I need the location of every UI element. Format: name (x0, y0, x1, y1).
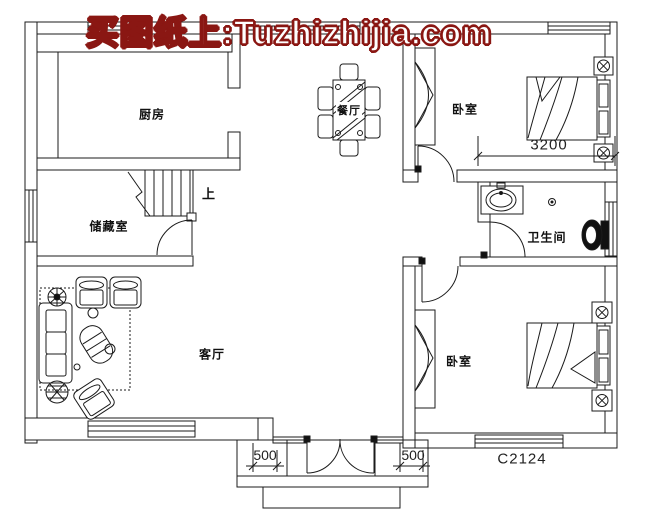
window-top-bedroom (547, 21, 611, 35)
room-label-living: 客厅 (198, 347, 226, 362)
room-label-kitchen: 厨房 (138, 107, 166, 122)
room-label-bedroom-top: 卧室 (451, 102, 479, 117)
decor-circle (87, 307, 99, 319)
bedroom-bottom-furniture (414, 309, 611, 409)
door-bathroom (480, 221, 526, 259)
wardrobe-bottom (414, 309, 436, 409)
dimension-500-right: 500 (401, 447, 425, 463)
stairs (127, 169, 197, 222)
armchair-2 (109, 276, 142, 309)
dimension-3200: 3200 (530, 136, 568, 154)
sofa-set (38, 276, 142, 420)
plant-2 (45, 380, 69, 404)
column-marker (591, 301, 613, 324)
coffee-table (79, 325, 114, 364)
window-left-storage (24, 189, 38, 243)
sofa-three-seat (38, 302, 73, 384)
stair-break-line (127, 171, 151, 217)
door-bedroom-top (414, 145, 455, 183)
floor-drain (548, 198, 556, 206)
armchair-3 (73, 378, 115, 420)
armchair-1 (75, 276, 108, 309)
bed-bottom (526, 322, 611, 389)
room-label-dining: 餐厅 (336, 102, 362, 118)
dim-500-right (393, 443, 430, 472)
door-entrance-double (303, 435, 378, 474)
bathroom-fixtures (480, 182, 610, 251)
wardrobe-top (414, 47, 436, 146)
stairs-up-label: 上 (201, 186, 217, 202)
window-bottom-living (87, 420, 196, 438)
column-marker (591, 389, 613, 412)
entrance-porch (236, 439, 429, 509)
door-storage (156, 219, 193, 256)
window-top-kitchen (87, 21, 135, 35)
room-label-bathroom: 卫生间 (527, 230, 567, 245)
doors (156, 145, 526, 474)
plant-1 (47, 287, 67, 307)
bedroom-top-furniture (414, 47, 611, 146)
room-label-storage: 储藏室 (89, 219, 129, 234)
decor-circle (104, 343, 116, 355)
dimension-500-left: 500 (253, 447, 277, 463)
columns (591, 56, 614, 412)
windows (24, 21, 618, 449)
column-marker (593, 56, 614, 76)
watermark-text: 买图纸上:Tuzhizhijia.com (85, 13, 493, 52)
window-code-c2124: C2124 (497, 450, 547, 468)
window-top-dining (239, 21, 361, 35)
door-bedroom-bottom (418, 257, 459, 303)
dim-3200 (473, 136, 620, 166)
kitchen-counter (36, 33, 233, 159)
sink (480, 182, 524, 215)
column-marker (593, 143, 614, 163)
dimension-lines (246, 136, 620, 472)
toilet (581, 219, 610, 251)
dim-500-left (246, 443, 284, 472)
decor-circle (73, 363, 81, 371)
room-label-bedroom-bottom: 卧室 (445, 354, 473, 369)
window-bottom-bedroom-c2124 (474, 434, 564, 449)
bed-top (526, 76, 611, 141)
